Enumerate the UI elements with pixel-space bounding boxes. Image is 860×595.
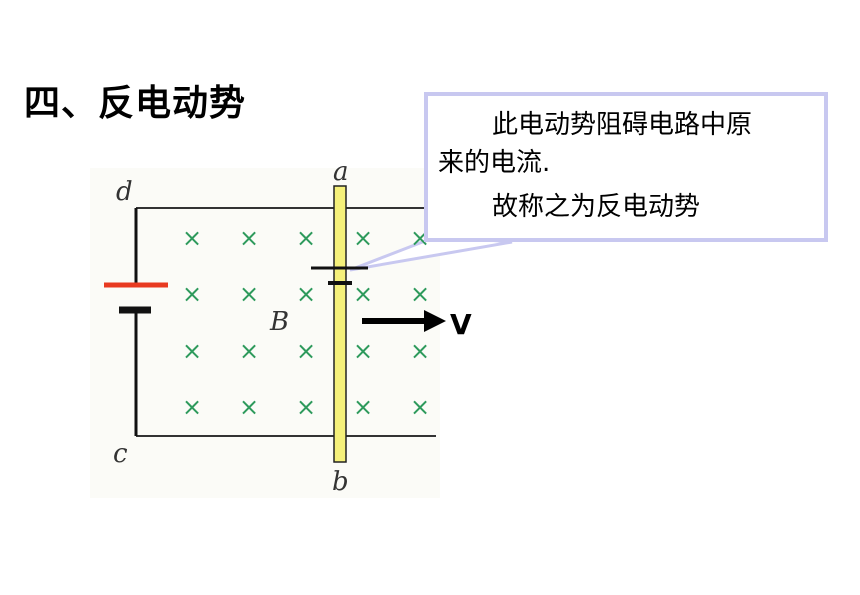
field-cross: × [239, 224, 259, 252]
label-b: b [332, 467, 349, 497]
field-cross: × [239, 337, 259, 365]
velocity-label: V [450, 308, 472, 341]
field-cross: × [296, 280, 316, 308]
field-cross: × [353, 393, 373, 421]
field-cross: × [353, 280, 373, 308]
field-cross: × [410, 393, 430, 421]
field-cross: × [182, 280, 202, 308]
field-cross: × [182, 337, 202, 365]
callout-text-line-2: 来的电流. [438, 148, 551, 178]
magnetic-field: ×××××××××××××××××××× [182, 224, 430, 421]
field-cross: × [182, 393, 202, 421]
sliding-rod [333, 185, 347, 463]
field-cross: × [410, 337, 430, 365]
field-cross: × [182, 224, 202, 252]
callout-box: 此电动势阻碍电路中原 来的电流. 故称之为反电动势 [424, 92, 828, 242]
field-cross: × [296, 393, 316, 421]
label-a: a [333, 157, 349, 187]
page-title: 四、反电动势 [24, 83, 247, 124]
label-d: d [116, 177, 133, 207]
label-B: B [269, 307, 289, 337]
field-cross: × [296, 337, 316, 365]
field-cross: × [353, 224, 373, 252]
velocity-arrowhead [424, 310, 446, 332]
figure-background [90, 168, 440, 498]
field-cross: × [410, 280, 430, 308]
field-cross: × [239, 393, 259, 421]
callout-text-line-1: 此电动势阻碍电路中原 [492, 110, 753, 140]
field-cross: × [239, 280, 259, 308]
field-cross: × [353, 337, 373, 365]
callout-text-line-3: 故称之为反电动势 [492, 192, 701, 222]
label-c: c [113, 439, 128, 469]
field-cross: × [296, 224, 316, 252]
